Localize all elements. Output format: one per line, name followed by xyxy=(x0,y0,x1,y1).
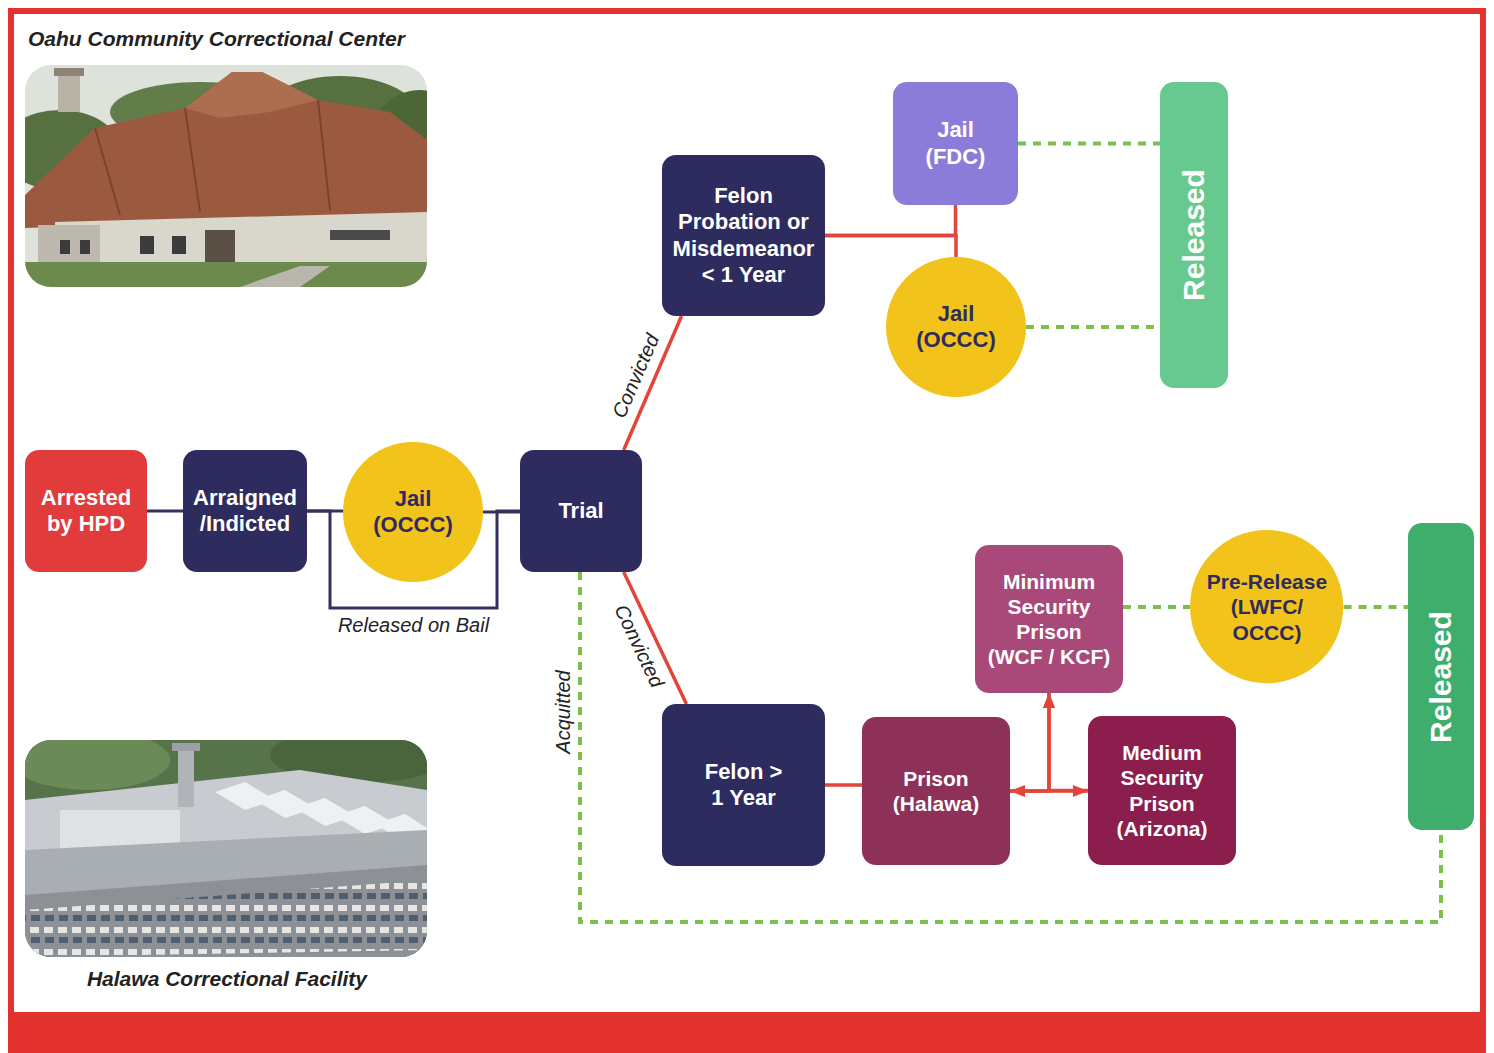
photo-tower xyxy=(172,743,200,751)
photo-window xyxy=(60,240,70,254)
node-label: Felon Probation or Misdemeanor < 1 Year xyxy=(670,183,817,289)
release-path xyxy=(1026,325,1160,329)
photo-cars xyxy=(25,880,427,957)
edge-label: Released on Bail xyxy=(334,614,493,637)
footer-band xyxy=(8,1012,1486,1053)
release-path xyxy=(1344,605,1408,609)
halawa-photo xyxy=(25,740,427,957)
release-path xyxy=(1123,605,1190,609)
prison-box: Minimum Security Prison (WCF / KCF) xyxy=(975,545,1123,693)
jail-circle: Jail (OCCC) xyxy=(886,257,1026,397)
circle-fill xyxy=(886,257,1026,397)
node-label: Arrested by HPD xyxy=(33,485,139,538)
edge-label: Acquitted xyxy=(552,666,575,757)
photo-tower xyxy=(54,68,84,76)
prison-box: Prison (Halawa) xyxy=(862,717,1010,865)
photo-window xyxy=(140,236,154,254)
node-label: Pre-Release (LWFC/ OCCC) xyxy=(1205,569,1329,645)
photo-window xyxy=(80,240,90,254)
photo-door xyxy=(205,230,235,266)
node-label: Prison (Halawa) xyxy=(874,766,998,816)
release-bar: Released xyxy=(1408,523,1474,830)
node-label: Arraigned /Indicted xyxy=(191,485,299,538)
photo-roof xyxy=(185,72,318,118)
jail-circle: Jail (OCCC) xyxy=(343,442,483,582)
node-label: Released xyxy=(1423,611,1459,743)
node-label: Minimum Security Prison (WCF / KCF) xyxy=(987,569,1111,670)
photo-roof-line xyxy=(95,128,120,215)
node-label: Jail (FDC) xyxy=(911,117,1001,170)
photo-parking xyxy=(25,865,427,957)
node-label: Felon > 1 Year xyxy=(703,759,785,812)
photo-window xyxy=(172,236,186,254)
photo-walkway xyxy=(240,266,330,287)
occc-photo xyxy=(25,65,427,287)
photo-roof-line xyxy=(318,100,330,210)
photo-ground xyxy=(25,262,427,287)
node-label: Released xyxy=(1176,169,1212,301)
release-path xyxy=(1018,142,1160,146)
photo-roof-line xyxy=(185,108,200,212)
pre-release-circle: Pre-Release (LWFC/ OCCC) xyxy=(1190,530,1343,683)
process-box: Trial xyxy=(520,450,642,572)
sentence-box: Felon Probation or Misdemeanor < 1 Year xyxy=(662,155,825,316)
sentence-line xyxy=(825,783,862,787)
photo-window xyxy=(330,230,390,240)
node-label: Medium Security Prison (Arizona) xyxy=(1100,740,1224,841)
process-box: Arraigned /Indicted xyxy=(183,450,307,572)
photo-caption: Oahu Community Correctional Center xyxy=(28,26,405,51)
photo-tree xyxy=(25,740,170,790)
sentence-line xyxy=(825,205,956,236)
photo-tower xyxy=(178,747,194,807)
sentence-line xyxy=(1010,693,1049,791)
prison-box: Medium Security Prison (Arizona) xyxy=(1088,716,1236,865)
photo-wall xyxy=(55,212,427,270)
flow-line xyxy=(147,510,183,513)
node-label: Jail (OCCC) xyxy=(911,301,1001,354)
node-label: Jail (OCCC) xyxy=(368,486,458,539)
photo-roof xyxy=(25,72,427,228)
photo-caption: Halawa Correctional Facility xyxy=(87,966,367,991)
sentence-line xyxy=(1049,693,1088,791)
circle-fill xyxy=(343,442,483,582)
sentence-line xyxy=(825,236,956,258)
photo-tower xyxy=(58,72,80,112)
circle-fill xyxy=(1190,530,1343,683)
sentence-box: Felon > 1 Year xyxy=(662,704,825,866)
start-box: Arrested by HPD xyxy=(25,450,147,572)
page-frame xyxy=(11,11,1483,1015)
jail-box: Jail (FDC) xyxy=(893,82,1018,205)
release-bar: Released xyxy=(1160,82,1228,388)
photo-sky xyxy=(25,65,427,287)
node-label: Trial xyxy=(558,498,603,524)
